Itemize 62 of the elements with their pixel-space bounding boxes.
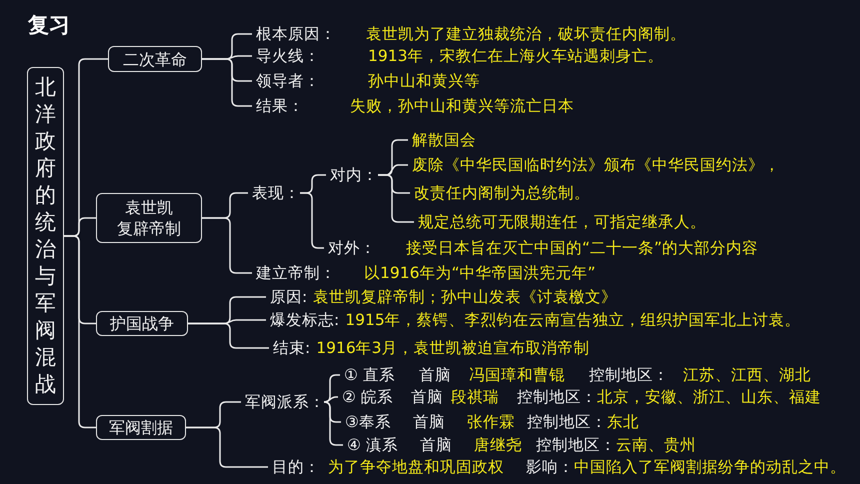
- label-text: 控制地区：: [588, 365, 669, 385]
- label-text: 首脑: [420, 435, 452, 455]
- label-text: 原因:: [270, 287, 308, 307]
- label-text: 控制地区：: [536, 435, 616, 455]
- label-text: 领导者：: [256, 71, 320, 91]
- label-text: 建立帝制：: [256, 263, 336, 283]
- label-text: ② 皖系: [342, 387, 393, 407]
- label-text: 根本原因：: [256, 24, 336, 44]
- label-text: ③奉系: [345, 412, 391, 432]
- label-text: 目的：: [272, 457, 320, 477]
- label-text: 结束:: [273, 338, 310, 358]
- answer-text: 东北: [606, 412, 639, 432]
- brace-line: [202, 217, 252, 274]
- brace-line: [202, 58, 252, 107]
- point-text: 改责任内阁制为总统制。: [414, 183, 590, 203]
- topic-box: 军阀割据: [96, 415, 186, 440]
- answer-text: 接受日本旨在灭亡中国的“二十一条”的大部分内容: [406, 238, 758, 258]
- label-text: 首脑: [418, 365, 451, 385]
- label-text: 控制地区：: [526, 412, 607, 432]
- label-text: 导火线：: [256, 46, 320, 66]
- answer-text: 袁世凯为了建立独裁统治，破坏责任内阁制。: [366, 24, 686, 44]
- brace-line: [186, 426, 268, 468]
- label-text: 对内：: [330, 165, 378, 185]
- brace-line: [323, 396, 338, 403]
- answer-text: 中国陷入了军阀割据纷争的动乱之中。: [574, 457, 846, 477]
- label-text: ④ 滇系: [347, 435, 398, 455]
- answer-text: 唐继尧: [474, 435, 522, 455]
- label-text: 表现：: [252, 183, 300, 203]
- point-text: 解散国会: [412, 130, 476, 150]
- topic-box: 护国战争: [96, 311, 188, 336]
- point-text: 废除《中华民国临时约法》颁布《中华民国约法》，: [412, 155, 780, 175]
- answer-text: 段祺瑞: [450, 387, 499, 407]
- answer-text: 张作霖: [466, 412, 515, 432]
- label-text: 爆发标志:: [270, 310, 340, 330]
- label-text: 首脑: [412, 412, 445, 432]
- answer-text: 以1916年为“中华帝国洪宪元年”: [364, 263, 596, 283]
- point-text: 规定总统可无限期连任，可指定继承人。: [418, 212, 706, 232]
- answer-text: 孙中山和黄兴等: [368, 71, 480, 91]
- brace-line: [378, 174, 414, 223]
- label-text: 影响：: [526, 457, 574, 477]
- label-text: 结果：: [256, 96, 304, 116]
- answer-text: 1913年，宋教仁在上海火车站遇刺身亡。: [368, 46, 664, 66]
- brace-line: [188, 322, 269, 349]
- label-text: 军阀派系：: [245, 392, 325, 412]
- answer-text: 1916年3月，袁世凯被迫宣布取消帝制: [316, 338, 590, 358]
- answer-text: 1915年，蔡锷、李烈钧在云南宣告独立，组织护国军北上讨袁。: [345, 310, 801, 330]
- answer-text: 冯国璋和曹锟: [468, 365, 565, 385]
- title-box: 北洋政府的统治与军阀混战: [27, 67, 64, 405]
- label-text: 对外：: [328, 238, 376, 258]
- brace-line: [64, 235, 96, 428]
- answer-text: 云南、贵州: [616, 435, 696, 455]
- topic-box: 二次革命: [108, 46, 202, 72]
- label-text: ① 直系: [344, 365, 395, 385]
- label-text: 控制地区：: [516, 387, 597, 407]
- answer-text: 袁世凯复辟帝制；孙中山发表《讨袁檄文》: [313, 287, 618, 307]
- label-text: 首脑: [410, 387, 443, 407]
- answer-text: 为了争夺地盘和巩固政权: [328, 457, 504, 477]
- answer-text: 失败，孙中山和黄兴等流亡日本: [350, 96, 574, 116]
- answer-text: 北京，安徽、浙江、山东、福建: [596, 387, 821, 407]
- topic-box: 袁世凯复辟帝制: [96, 193, 202, 243]
- answer-text: 江苏、江西、湖北: [682, 365, 811, 385]
- heading: 复习: [28, 12, 70, 39]
